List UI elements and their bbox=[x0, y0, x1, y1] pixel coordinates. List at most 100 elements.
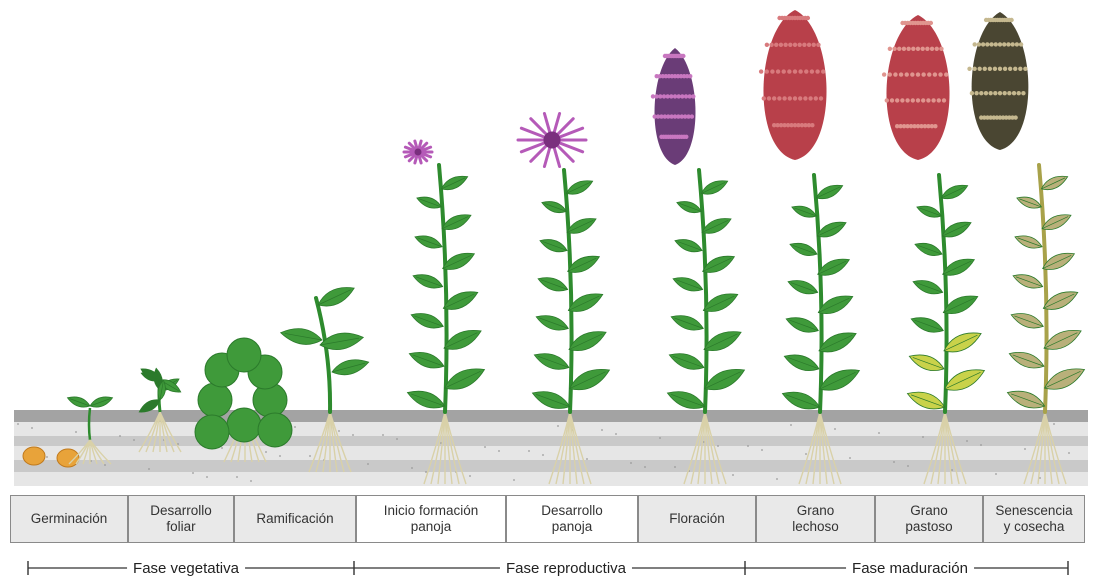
soil-speck bbox=[411, 467, 413, 469]
grain bbox=[916, 47, 920, 51]
grain bbox=[911, 98, 915, 102]
soil-speck bbox=[805, 453, 807, 455]
grain bbox=[993, 67, 997, 71]
grain bbox=[788, 43, 792, 47]
grain bbox=[807, 43, 811, 47]
grain bbox=[925, 47, 929, 51]
stem bbox=[439, 165, 447, 412]
grain bbox=[806, 16, 810, 20]
rosette-leaf bbox=[195, 415, 229, 449]
soil-speck bbox=[601, 429, 603, 431]
leaf bbox=[784, 313, 820, 336]
grain bbox=[777, 96, 781, 100]
soil-speck bbox=[878, 432, 880, 434]
soil-speck bbox=[382, 434, 384, 436]
soil-speck bbox=[922, 436, 924, 438]
soil-speck bbox=[586, 458, 588, 460]
grain bbox=[939, 47, 943, 51]
rosette-leaf bbox=[227, 408, 261, 442]
grain bbox=[998, 91, 1002, 95]
grain bbox=[892, 47, 896, 51]
grain bbox=[998, 42, 1002, 46]
grain bbox=[935, 47, 939, 51]
grain bbox=[779, 43, 783, 47]
leaf bbox=[669, 311, 705, 334]
soil-speck bbox=[995, 473, 997, 475]
grain bbox=[882, 72, 886, 76]
soil-speck bbox=[951, 469, 953, 471]
soil-speck bbox=[615, 433, 617, 435]
leaf bbox=[413, 232, 444, 252]
rosette-center bbox=[238, 392, 250, 404]
soil-speck bbox=[338, 430, 340, 432]
soil-speck bbox=[717, 445, 719, 447]
panicle bbox=[655, 48, 696, 165]
soil-speck bbox=[513, 479, 515, 481]
soil-speck bbox=[498, 450, 500, 452]
stem bbox=[564, 170, 572, 412]
soil-speck bbox=[659, 437, 661, 439]
stage-senescencia-cosecha: Senescencia y cosecha bbox=[983, 495, 1085, 543]
grain bbox=[776, 69, 780, 73]
leaf bbox=[536, 273, 569, 294]
grain bbox=[1018, 67, 1022, 71]
leaf bbox=[673, 236, 704, 256]
soil-speck bbox=[31, 427, 33, 429]
soil-band bbox=[14, 446, 1088, 460]
soil-speck bbox=[104, 464, 106, 466]
leaf bbox=[675, 198, 703, 216]
grain bbox=[1017, 91, 1021, 95]
rosette-leaf bbox=[258, 413, 292, 447]
stem bbox=[89, 408, 90, 440]
soil-speck bbox=[1053, 423, 1055, 425]
soil-speck bbox=[776, 478, 778, 480]
grain bbox=[770, 69, 774, 73]
leaf bbox=[939, 181, 970, 203]
grain bbox=[933, 72, 937, 76]
leaf bbox=[411, 270, 444, 291]
leaf bbox=[279, 325, 323, 347]
leaf bbox=[780, 387, 822, 414]
stage-ramificacion: Ramificación bbox=[234, 495, 356, 543]
stage-grano-lechoso: Grano lechoso bbox=[756, 495, 875, 543]
grain bbox=[902, 47, 906, 51]
grain bbox=[931, 98, 935, 102]
rosette-leaf bbox=[198, 383, 232, 417]
grain bbox=[1021, 91, 1025, 95]
grain bbox=[993, 91, 997, 95]
grain bbox=[1019, 42, 1023, 46]
stage-desarrollo-panoja: Desarrollo panoja bbox=[506, 495, 638, 543]
grain bbox=[911, 47, 915, 51]
leaf bbox=[564, 176, 595, 198]
flower-center bbox=[415, 149, 422, 156]
soil-speck bbox=[761, 449, 763, 451]
leaf bbox=[699, 176, 730, 198]
grain bbox=[972, 42, 976, 46]
soil-speck bbox=[148, 468, 150, 470]
leaf bbox=[409, 309, 445, 332]
leaf bbox=[909, 313, 945, 336]
grain bbox=[812, 43, 816, 47]
grain bbox=[783, 43, 787, 47]
soil-speck bbox=[1024, 448, 1026, 450]
grain bbox=[684, 135, 688, 139]
grain bbox=[1006, 42, 1010, 46]
leaf bbox=[534, 311, 570, 334]
soil-speck bbox=[352, 434, 354, 436]
grain bbox=[981, 42, 985, 46]
soil-speck bbox=[966, 440, 968, 442]
grain bbox=[803, 96, 807, 100]
leaf bbox=[671, 273, 704, 294]
stage-desarrollo-foliar: Desarrollo foliar bbox=[128, 495, 234, 543]
grain bbox=[942, 98, 946, 102]
soil-speck bbox=[557, 425, 559, 427]
grain bbox=[910, 72, 914, 76]
grain bbox=[782, 96, 786, 100]
grain bbox=[1007, 91, 1011, 95]
grain bbox=[1003, 67, 1007, 71]
grain bbox=[933, 124, 937, 128]
soil-speck bbox=[484, 446, 486, 448]
leaf bbox=[915, 203, 943, 221]
grain bbox=[793, 96, 797, 100]
